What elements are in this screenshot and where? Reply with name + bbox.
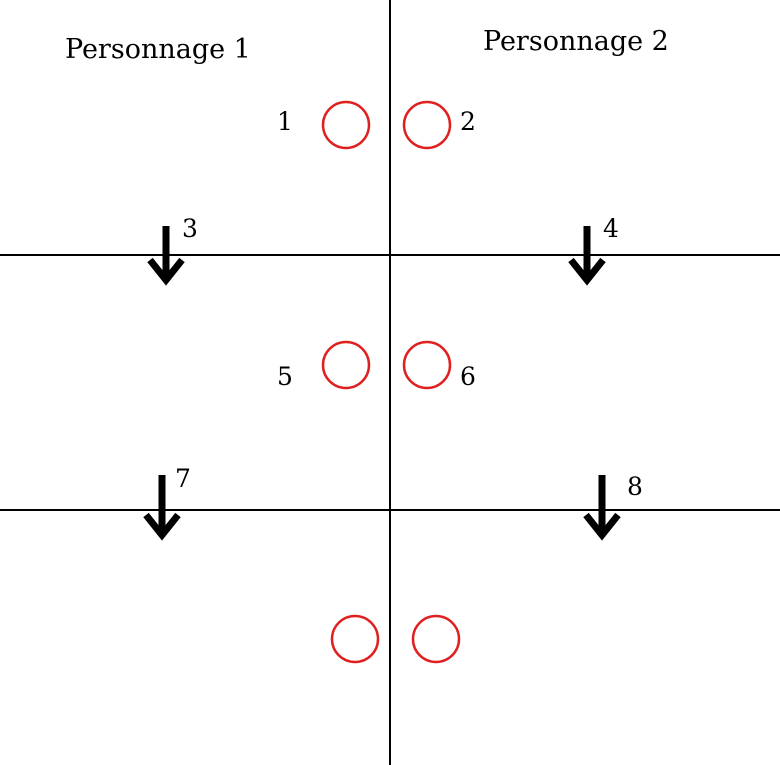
label-1: 1 [277, 107, 293, 136]
circle-2 [402, 100, 452, 150]
header-personnage-1: Personnage 1 [65, 34, 251, 65]
arrow-down-8 [583, 475, 621, 541]
circle-row3-left [330, 614, 380, 664]
arrow-down-3 [147, 226, 185, 286]
label-6: 6 [460, 362, 476, 391]
label-4: 4 [603, 214, 619, 243]
label-8: 8 [627, 472, 643, 501]
circle-6 [402, 340, 452, 390]
label-7: 7 [175, 464, 191, 493]
arrow-down-4 [568, 226, 606, 286]
label-3: 3 [182, 214, 198, 243]
label-5: 5 [277, 362, 293, 391]
header-personnage-2: Personnage 2 [483, 26, 669, 57]
arrow-down-7 [143, 475, 181, 541]
circle-1 [321, 100, 371, 150]
circle-5 [321, 340, 371, 390]
circle-row3-right [411, 614, 461, 664]
label-2: 2 [460, 107, 476, 136]
